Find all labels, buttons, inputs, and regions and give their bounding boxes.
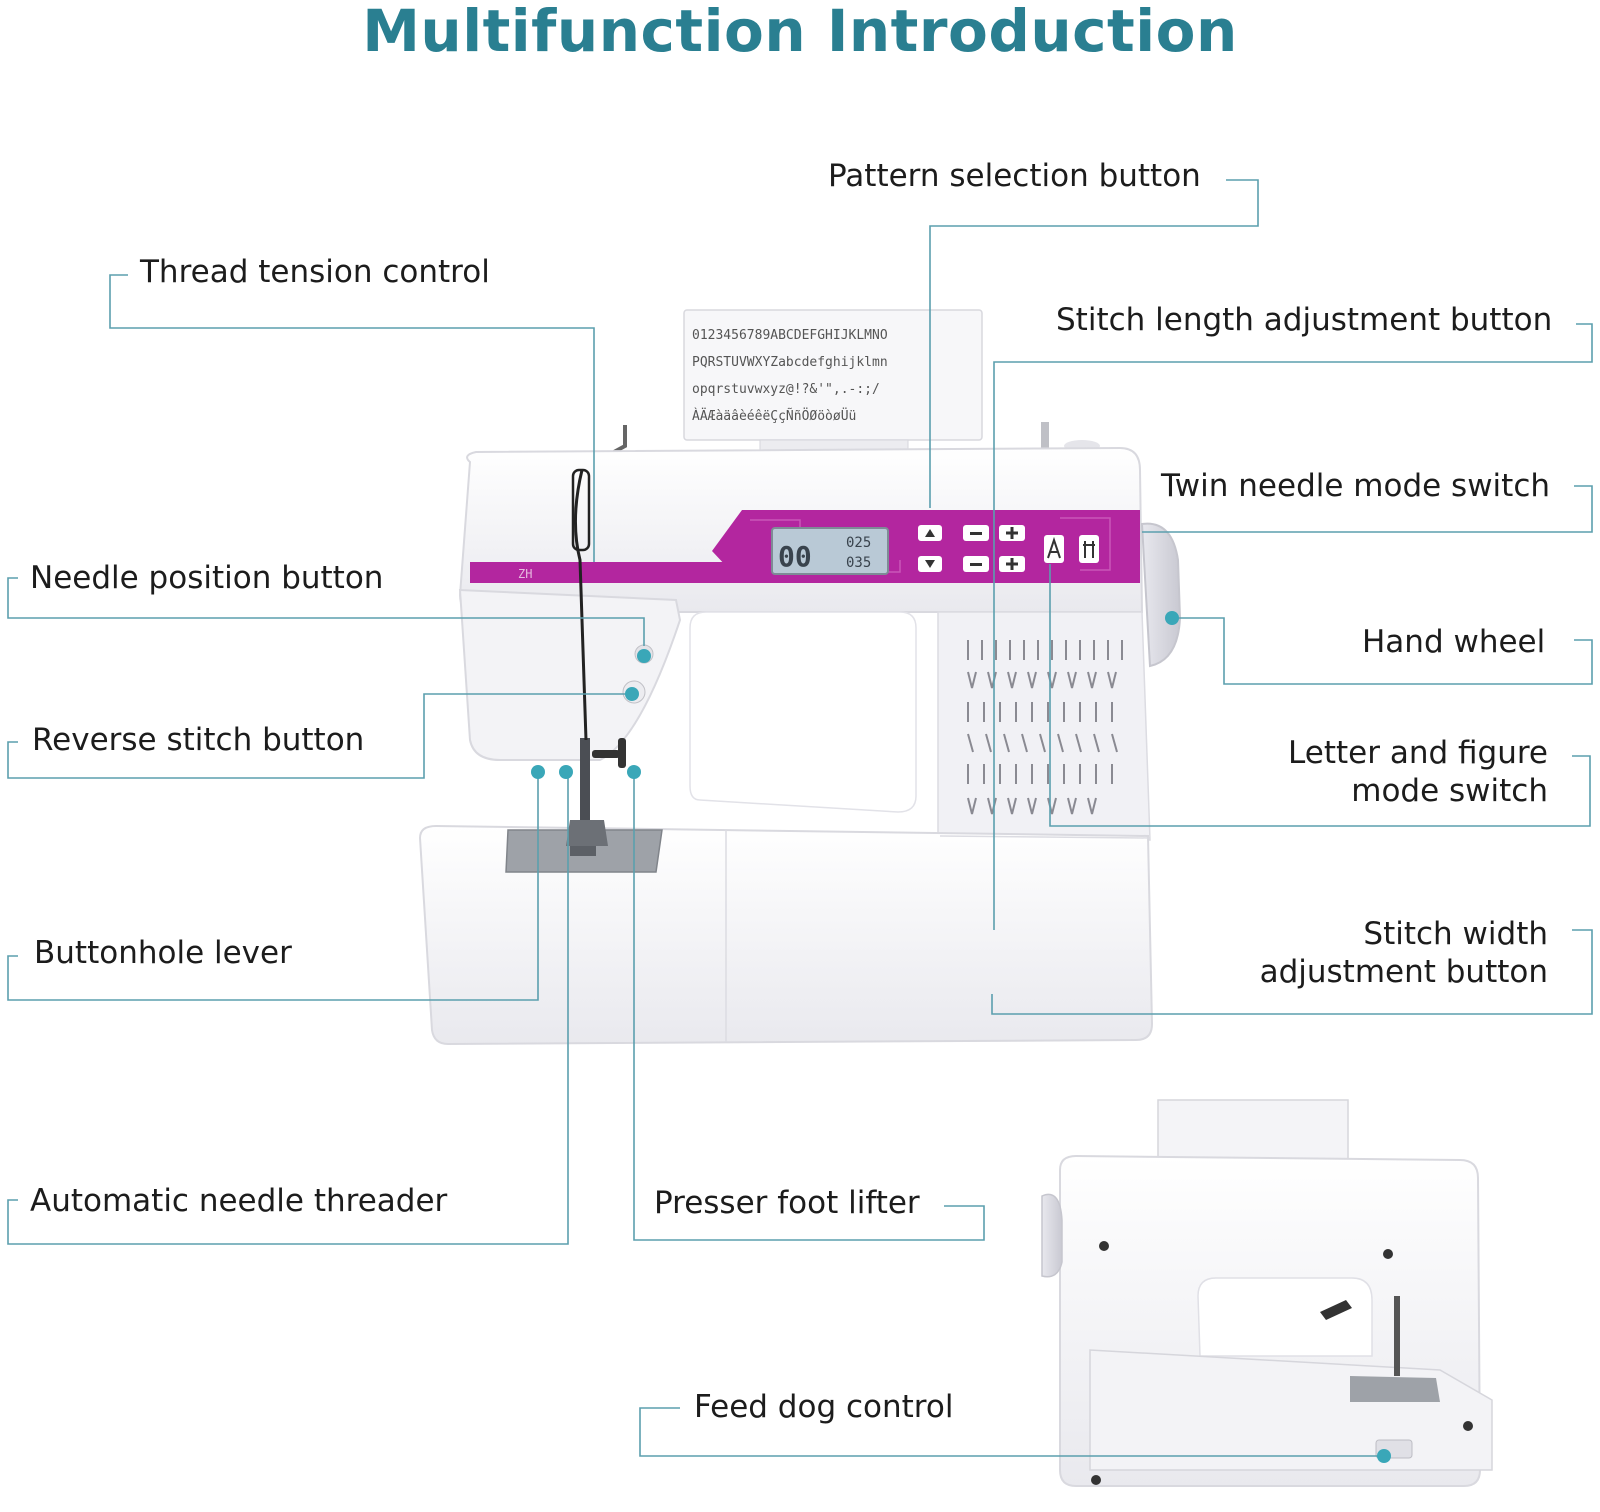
thread-guide <box>613 425 627 454</box>
label-stitch-width-line-1: Stitch width <box>1363 916 1548 952</box>
screw <box>1099 1241 1109 1251</box>
chart-row-1: 0123456789ABCDEFGHIJKLMNO <box>692 328 888 343</box>
presser-foot-lifter-part <box>618 738 626 768</box>
leader-pattern-selection <box>929 179 1259 508</box>
needle-bar <box>580 738 590 828</box>
label-reverse-stitch: Reverse stitch button <box>32 722 365 758</box>
page-title: Multifunction Introduction <box>362 0 1238 65</box>
marker-presser-foot <box>627 765 641 779</box>
model-label: ZH <box>518 567 532 581</box>
lcd-length-value: 025 <box>846 535 871 551</box>
label-needle-threader: Automatic needle threader <box>30 1183 448 1219</box>
leader-stitch-length <box>993 323 1593 930</box>
arm-throat <box>689 611 917 813</box>
screw <box>1463 1421 1473 1431</box>
chart-row-4: ÀÄÆàäâèéêëÇçÑñÖØöòøÜü <box>692 407 856 424</box>
label-letter-figure-line-1: Letter and figure <box>1288 735 1548 771</box>
bed-seam <box>939 835 1151 839</box>
leader-buttonhole-lever <box>7 776 539 1001</box>
side-arm-throat <box>1197 1277 1373 1357</box>
lcd-width-value: 035 <box>846 555 871 571</box>
label-stitch-width: Stitch width adjustment button <box>1200 915 1548 991</box>
side-needle <box>1394 1296 1400 1376</box>
leader-reverse-stitch <box>7 693 626 779</box>
presser-foot <box>566 820 608 846</box>
label-stitch-length: Stitch length adjustment button <box>1056 302 1553 338</box>
twin-needle-button[interactable] <box>1079 535 1099 563</box>
leader-twin-needle <box>1142 485 1593 533</box>
marker-needle-threader <box>559 765 573 779</box>
marker-needle-position <box>637 649 651 663</box>
leader-hand-wheel <box>1172 617 1593 685</box>
leader-needle-position <box>7 577 645 646</box>
leader-feed-dog <box>639 1407 1384 1457</box>
side-needle-plate <box>1350 1376 1440 1402</box>
panel-buttons <box>918 525 1099 572</box>
thread <box>574 469 588 741</box>
marker-hand-wheel <box>1165 611 1179 625</box>
side-view-sewing-machine <box>1041 1099 1493 1487</box>
marker-feed-dog <box>1377 1449 1391 1463</box>
label-letter-figure: Letter and figure mode switch <box>1200 734 1548 810</box>
minus-icon <box>970 532 982 535</box>
leader-thread-tension <box>109 274 595 562</box>
label-hand-wheel: Hand wheel <box>1362 624 1546 660</box>
label-pattern-selection: Pattern selection button <box>828 158 1201 194</box>
label-stitch-width-line-2: adjustment button <box>1259 954 1548 990</box>
twin-needle-icon <box>1083 541 1095 558</box>
marker-dots <box>531 611 1391 1463</box>
marker-buttonhole-lever <box>531 765 545 779</box>
label-feed-dog: Feed dog control <box>694 1389 954 1425</box>
chart-row-3: opqrstuvwxyz@!?&'",.-:;/ <box>692 382 880 397</box>
leader-lines <box>7 179 1593 1457</box>
leader-stitch-width <box>991 929 1593 1015</box>
main-sewing-machine: 0123456789ABCDEFGHIJKLMNO PQRSTUVWXYZabc… <box>418 309 1182 1046</box>
label-buttonhole-lever: Buttonhole lever <box>34 935 292 971</box>
feed-dogs <box>570 846 596 856</box>
label-letter-figure-line-2: mode switch <box>1351 773 1548 809</box>
machine-head <box>458 588 682 761</box>
machine-bed <box>418 824 1154 1046</box>
plus-icon <box>1006 527 1018 539</box>
screw <box>1383 1249 1393 1259</box>
label-needle-position: Needle position button <box>30 560 384 596</box>
label-presser-foot: Presser foot lifter <box>654 1185 920 1221</box>
hand-wheel[interactable] <box>1140 522 1182 668</box>
buttonhole-lever-part <box>592 750 620 758</box>
down-arrow-icon <box>925 560 935 568</box>
label-twin-needle: Twin needle mode switch <box>1161 468 1551 504</box>
letter-a-icon <box>1047 536 1061 559</box>
marker-reverse-stitch <box>625 687 639 701</box>
plus-icon <box>1006 558 1018 570</box>
side-lever <box>1320 1300 1352 1320</box>
up-arrow-icon <box>925 529 935 537</box>
purple-stripe <box>470 562 742 583</box>
leader-presser-foot <box>633 776 985 1241</box>
spool-pin <box>1041 422 1049 462</box>
side-hand-wheel <box>1041 1193 1063 1278</box>
label-thread-tension: Thread tension control <box>140 254 490 290</box>
lcd-pattern-number: 00 <box>778 540 812 573</box>
minus-icon <box>970 563 982 566</box>
chart-row-2: PQRSTUVWXYZabcdefghijklmn <box>692 355 888 370</box>
leader-letter-figure <box>1049 564 1591 827</box>
lcd-display <box>771 527 889 575</box>
screw <box>1091 1475 1101 1485</box>
tension-dial-slot <box>571 468 591 552</box>
leader-needle-threader <box>7 776 569 1245</box>
